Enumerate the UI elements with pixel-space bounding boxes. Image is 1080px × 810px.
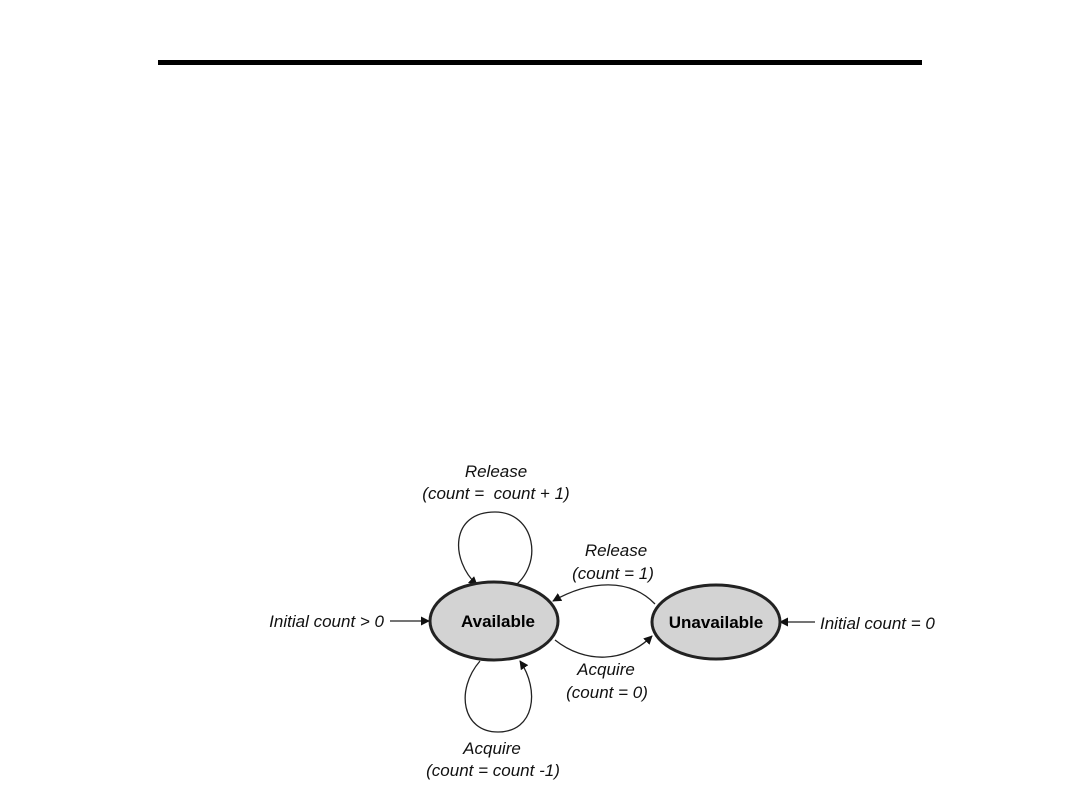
acquire-to-unavailable-edge bbox=[554, 635, 653, 658]
state-available-label: Available bbox=[461, 612, 535, 631]
release-to-available-edge bbox=[552, 584, 656, 605]
state-unavailable-label: Unavailable bbox=[669, 613, 764, 632]
acquire-self-event-label: Acquire bbox=[462, 739, 521, 758]
release-self-loop-edge bbox=[457, 511, 533, 589]
state-available bbox=[428, 580, 560, 662]
initial-available-label: Initial count > 0 bbox=[269, 612, 384, 631]
state-unavailable bbox=[650, 583, 782, 661]
acquire-to-unavailable-event-label: Acquire bbox=[576, 660, 635, 679]
top-divider-rule bbox=[158, 60, 922, 65]
acquire-self-loop-edge bbox=[464, 660, 533, 733]
release-to-available-condition-label: (count = 1) bbox=[572, 564, 654, 583]
acquire-self-condition-label: (count = count -1) bbox=[426, 761, 560, 780]
initial-unavailable-label: Initial count = 0 bbox=[820, 614, 935, 633]
release-to-available-event-label: Release bbox=[585, 541, 647, 560]
release-self-event-label: Release bbox=[465, 462, 527, 481]
acquire-to-unavailable-condition-label: (count = 0) bbox=[566, 683, 648, 702]
release-self-condition-label: (count = count + 1) bbox=[422, 484, 569, 503]
